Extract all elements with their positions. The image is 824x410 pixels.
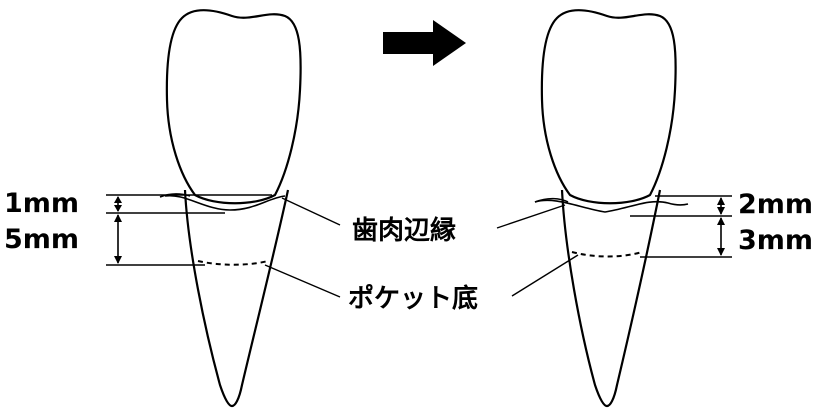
right-tooth-crown (542, 10, 676, 203)
left-tooth (160, 10, 301, 406)
left-5mm-arrowhead-up (114, 214, 122, 222)
right-2mm-arrowhead-up (717, 197, 725, 205)
left-5mm-arrowhead-down (114, 256, 122, 264)
right-arrow-icon (383, 20, 466, 66)
right-lower-measure-label: 3mm (738, 225, 813, 256)
pocket-bottom-leader-right (512, 255, 578, 296)
left-lower-measure-label: 5mm (4, 224, 79, 255)
left-tooth-crown (167, 10, 301, 203)
right-3mm-arrowhead-down (717, 248, 725, 256)
left-1mm-arrowhead-down (114, 205, 122, 212)
left-1mm-arrowhead-up (114, 196, 122, 203)
gingival-margin-label: 歯肉辺縁 (352, 215, 456, 246)
right-2mm-arrowhead-down (717, 207, 725, 215)
left-tooth-root (185, 190, 288, 406)
pocket-bottom-label: ポケット底 (348, 283, 478, 314)
pocket-bottom-leader-left (265, 265, 340, 297)
right-upper-measure-label: 2mm (738, 189, 813, 220)
left-pocket-bottom-line (198, 261, 268, 265)
right-3mm-arrowhead-up (717, 217, 725, 225)
left-upper-measure-label: 1mm (4, 188, 79, 219)
right-gingival-margin-line (535, 200, 688, 212)
right-pocket-bottom-line (572, 252, 642, 257)
gingival-margin-leader-left (282, 198, 340, 225)
right-tooth-root (562, 190, 660, 406)
gingival-margin-leader-right (497, 205, 565, 228)
